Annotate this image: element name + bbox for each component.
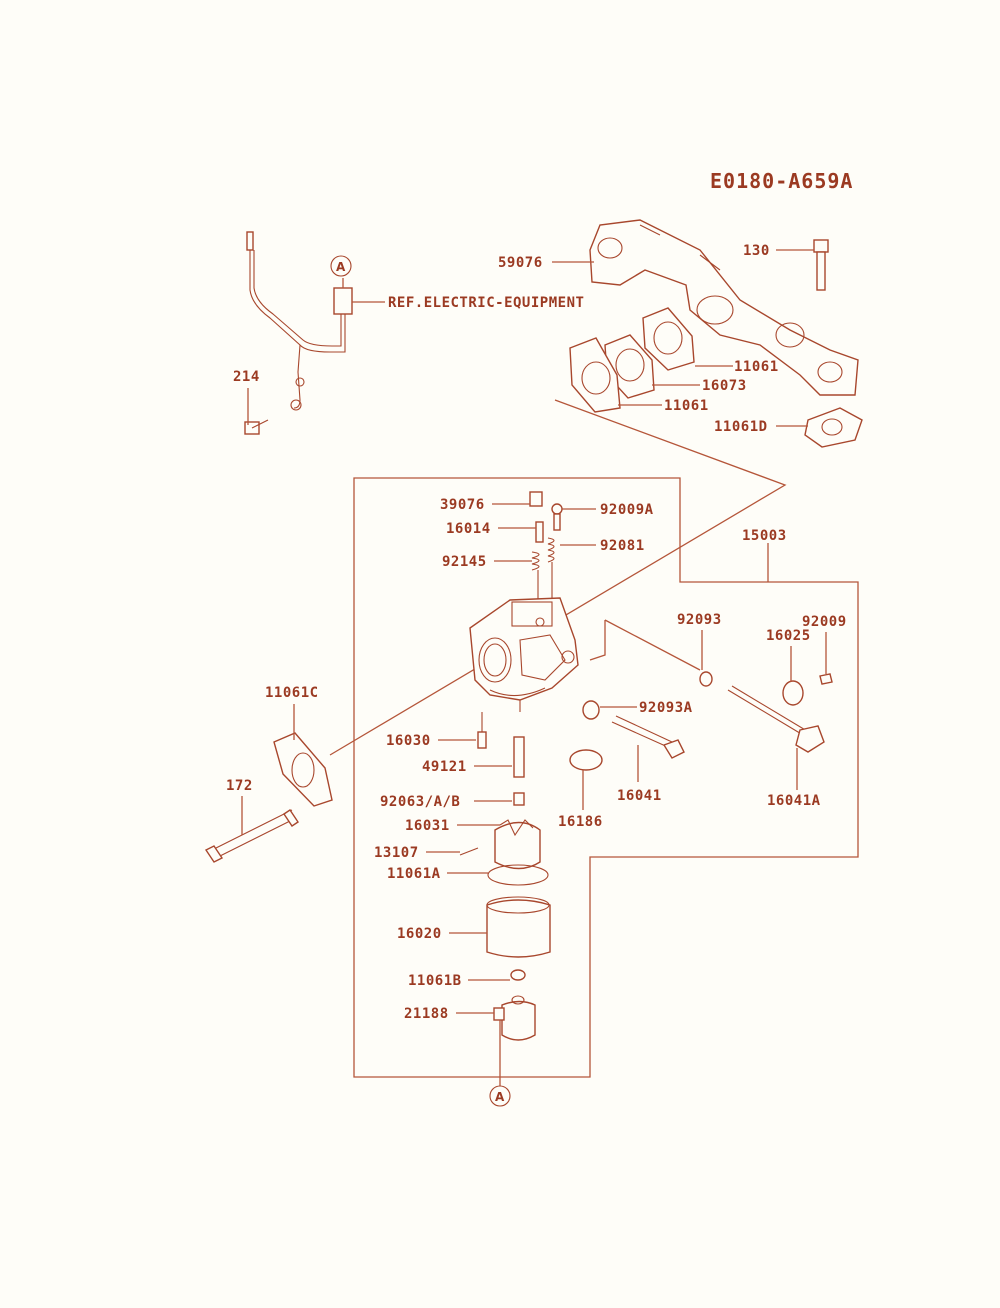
label-16041: 16041 (617, 788, 662, 804)
label-11061C: 11061C (265, 685, 319, 701)
gasket-11061C (273, 732, 333, 807)
label-13107: 13107 (374, 845, 419, 861)
label-130: 130 (743, 243, 770, 259)
carburetor-top-parts (529, 491, 563, 605)
label-16030: 16030 (386, 733, 431, 749)
diagram-code: E0180-A659A (710, 169, 853, 193)
label-214: 214 (233, 369, 260, 385)
label-21188: 21188 (404, 1006, 449, 1022)
label-49121: 49121 (422, 759, 467, 775)
label-15003: 15003 (742, 528, 787, 544)
label-172: 172 (226, 778, 253, 794)
label-92063: 92063/A/B (380, 794, 460, 810)
label-92145: 92145 (442, 554, 487, 570)
label-92009A: 92009A (600, 502, 654, 518)
bolt-130 (813, 239, 829, 291)
label-59076: 59076 (498, 255, 543, 271)
label-92081: 92081 (600, 538, 645, 554)
carburetor-body (469, 597, 579, 712)
carburetor-assembly-outline (353, 477, 859, 1078)
stud-172 (204, 809, 299, 863)
label-92093: 92093 (677, 612, 722, 628)
throttle-shaft-parts (569, 671, 833, 771)
label-16186: 16186 (558, 814, 603, 830)
carburetor-lower-parts (459, 712, 551, 1041)
ref-marker-a-top (330, 255, 352, 277)
label-16073: 16073 (702, 378, 747, 394)
label-39076: 39076 (440, 497, 485, 513)
wire-harness (244, 231, 353, 435)
label-11061-upper: 11061 (734, 359, 779, 375)
ref-electric-equipment-note: REF.ELECTRIC-EQUIPMENT (388, 295, 584, 311)
label-11061-lower: 11061 (664, 398, 709, 414)
exhaust-manifold (589, 219, 859, 396)
ref-marker-a-bottom-label: A (495, 1090, 505, 1104)
manifold-mount-line (329, 399, 787, 756)
label-92009: 92009 (802, 614, 847, 630)
gaskets (569, 307, 863, 448)
label-11061B: 11061B (408, 973, 462, 989)
ref-marker-a-bottom (489, 1085, 511, 1107)
label-11061D: 11061D (714, 419, 768, 435)
label-16025: 16025 (766, 628, 811, 644)
label-92093A: 92093A (639, 700, 693, 716)
label-16041A: 16041A (767, 793, 821, 809)
label-16014: 16014 (446, 521, 491, 537)
label-16020: 16020 (397, 926, 442, 942)
ref-marker-a-top-label: A (336, 260, 346, 274)
label-16031: 16031 (405, 818, 450, 834)
label-11061A: 11061A (387, 866, 441, 882)
